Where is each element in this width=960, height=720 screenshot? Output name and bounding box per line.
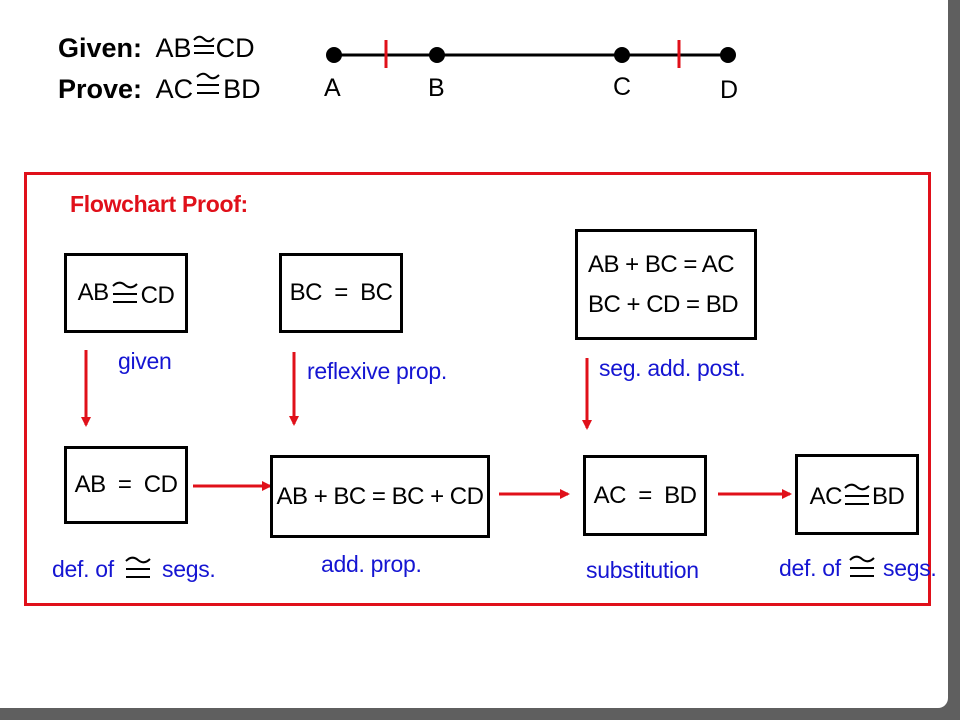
prove-label: Prove: xyxy=(58,74,143,104)
statement-right: CD xyxy=(140,282,175,309)
prove-statement: Prove: AC BD xyxy=(58,72,261,103)
congruent-symbol-icon xyxy=(124,555,152,581)
congruent-symbol-icon xyxy=(843,482,871,508)
statement-box-ab-eq-cd: AB = CD xyxy=(64,446,188,524)
reason-right: segs. xyxy=(883,555,937,581)
point-c xyxy=(614,47,630,63)
flowchart-panel xyxy=(24,172,931,606)
given-statement: Given: AB CD xyxy=(58,31,255,62)
prove-right: BD xyxy=(223,74,261,104)
statement-box-bc-eq-bc: BC = BC xyxy=(279,253,403,333)
point-label-c: C xyxy=(613,73,632,101)
given-left: AB xyxy=(155,33,192,63)
reason-left: def. of xyxy=(52,556,114,582)
slide: Given: AB CD Prove: AC BD A B C D Flowchar… xyxy=(0,0,948,708)
point-a xyxy=(326,47,342,63)
reason-right: segs. xyxy=(162,556,216,582)
reason-reflexive: reflexive prop. xyxy=(307,358,447,384)
statement-box-add-prop: AB + BC = BC + CD xyxy=(270,455,490,538)
reason-left: def. of xyxy=(779,555,841,581)
statement-left: AB xyxy=(77,279,110,306)
statement-box-ac-eq-bd: AC = BD xyxy=(583,455,707,536)
reason-substitution: substitution xyxy=(586,557,699,583)
congruent-symbol-icon xyxy=(193,72,223,100)
reason-def-cong-segs-2: def. of segs. xyxy=(779,554,937,582)
statement-text: AC = BD xyxy=(593,481,697,509)
statement-text: AB + BC = BC + CD xyxy=(276,482,484,510)
point-d xyxy=(720,47,736,63)
congruent-symbol-icon xyxy=(848,554,876,580)
reason-given: given xyxy=(118,348,172,374)
reason-def-cong-segs-1: def. of segs. xyxy=(52,555,216,583)
point-label-b: B xyxy=(428,74,445,102)
segment-diagram xyxy=(326,40,736,68)
flowchart-title: Flowchart Proof: xyxy=(70,191,248,217)
statement-line-1: AB + BC = AC xyxy=(588,250,735,278)
congruent-symbol-icon xyxy=(111,280,139,306)
statement-box-ab-cong-cd: AB CD xyxy=(64,253,188,333)
statement-text: AB = CD xyxy=(74,471,178,498)
point-b xyxy=(429,47,445,63)
statement-text: BC = BC xyxy=(289,279,393,306)
point-label-a: A xyxy=(324,74,341,102)
statement-box-ac-cong-bd: AC BD xyxy=(795,454,919,535)
congruent-symbol-icon xyxy=(192,31,216,59)
given-right: CD xyxy=(215,33,255,63)
statement-left: AC xyxy=(809,482,843,510)
point-label-d: D xyxy=(720,76,739,104)
reason-seg-add: seg. add. post. xyxy=(599,355,746,381)
statement-box-seg-add: AB + BC = AC BC + CD = BD xyxy=(575,229,757,340)
flowchart-arrows xyxy=(81,350,792,499)
statement-right: BD xyxy=(872,482,905,510)
reason-add-prop: add. prop. xyxy=(321,551,422,577)
given-label: Given: xyxy=(58,33,143,63)
prove-left: AC xyxy=(155,74,194,104)
statement-line-2: BC + CD = BD xyxy=(588,290,739,318)
